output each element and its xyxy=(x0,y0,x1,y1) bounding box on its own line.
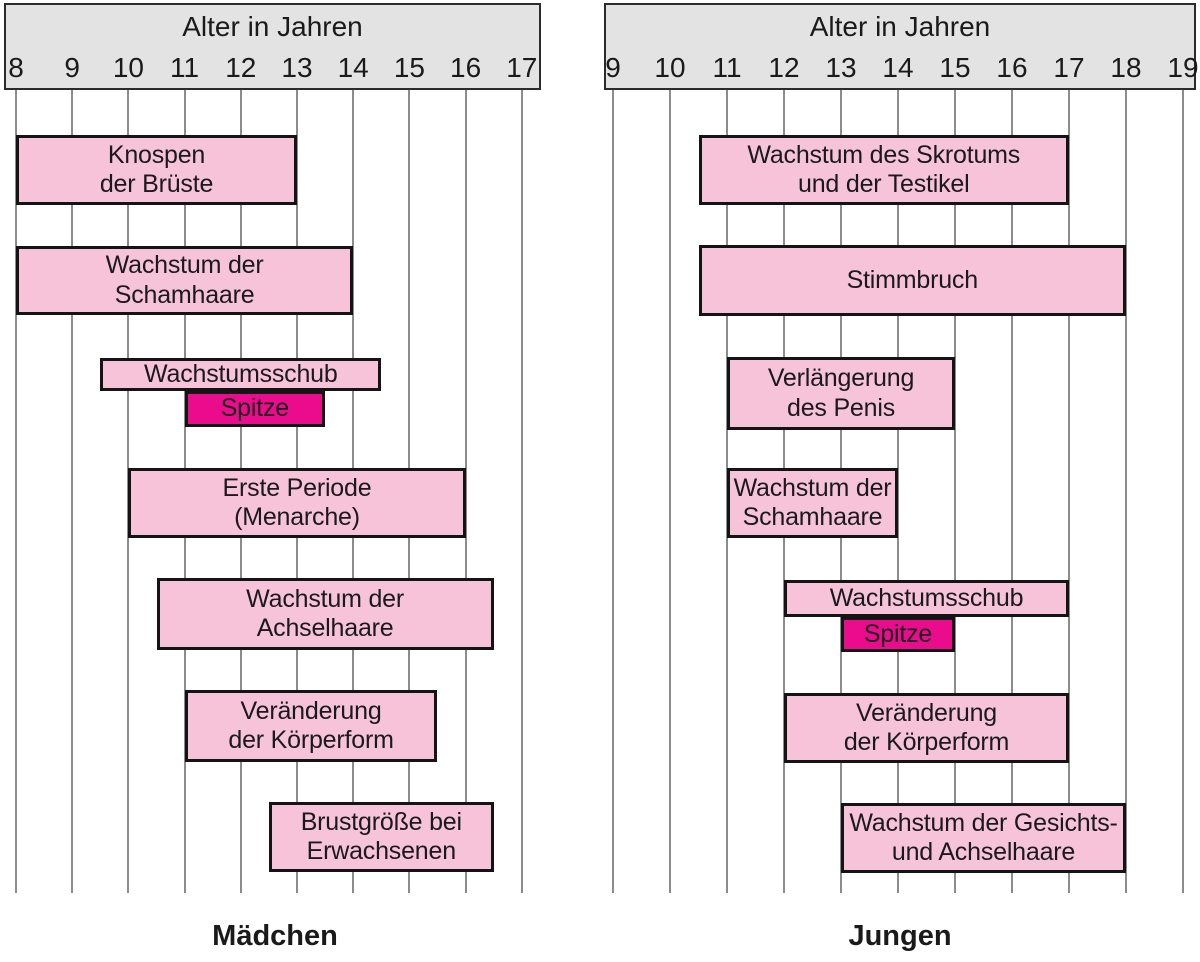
bar-label: Wachstum der Schamhaare xyxy=(733,473,892,532)
bar-label: Spitze xyxy=(863,619,933,648)
gridline-age-17 xyxy=(520,90,523,893)
bar-label: Knospen der Brüste xyxy=(99,140,214,199)
growth-spurt-peak-bar: Spitze xyxy=(841,617,955,652)
bar-label: Erste Periode (Menarche) xyxy=(222,473,372,532)
gridline-age-9 xyxy=(71,90,74,893)
breast-budding-bar: Knospen der Brüste xyxy=(16,135,297,205)
axis-tick-label-15: 15 xyxy=(393,52,425,83)
axis-tick-label-11: 11 xyxy=(712,52,742,83)
bar-label: Wachstumsschub xyxy=(144,359,338,388)
gridline-age-17 xyxy=(1068,90,1070,893)
age-axis-title-boys: Alter in Jahren xyxy=(809,11,991,42)
facial-armpit-hair-growth-bar: Wachstum der Gesichts- und Achselhaare xyxy=(841,803,1126,873)
axis-tick-label-19: 19 xyxy=(1167,52,1199,83)
gridline-age-8 xyxy=(15,90,17,893)
bar-label: Stimmbruch xyxy=(846,265,979,294)
bar-label: Wachstum der Achselhaare xyxy=(246,584,405,643)
body-shape-change-bar: Veränderung der Körperform xyxy=(784,693,1069,763)
axis-tick-label-9: 9 xyxy=(605,52,621,83)
caption-boys: Jungen xyxy=(848,920,952,952)
gridline-age-9 xyxy=(612,90,614,893)
axis-tick-label-15: 15 xyxy=(939,52,971,83)
bar-label: Veränderung der Körperform xyxy=(228,696,394,755)
age-axis-header-girls: Alter in Jahren xyxy=(4,3,541,90)
axis-tick-label-18: 18 xyxy=(1110,52,1142,83)
pubic-hair-growth-bar: Wachstum der Schamhaare xyxy=(727,468,898,538)
axis-tick-label-17: 17 xyxy=(1053,52,1085,83)
growth-spurt-bar: Wachstumsschub xyxy=(784,580,1069,617)
adult-breast-size-bar: Brustgröße bei Erwachsenen xyxy=(268,802,494,872)
bar-label: Wachstum des Skrotums und der Testikel xyxy=(747,140,1021,199)
pubic-hair-growth-bar: Wachstum der Schamhaare xyxy=(16,246,354,315)
axis-tick-label-12: 12 xyxy=(768,52,800,83)
axis-tick-label-11: 11 xyxy=(170,52,200,83)
axis-tick-label-12: 12 xyxy=(225,52,257,83)
penis-lengthening-bar: Verlängerung des Penis xyxy=(727,357,955,430)
bar-label: Wachstumsschub xyxy=(829,583,1024,612)
gridline-age-10 xyxy=(669,90,671,893)
axis-tick-label-17: 17 xyxy=(506,52,538,83)
axis-tick-label-14: 14 xyxy=(882,52,914,83)
axis-tick-label-16: 16 xyxy=(996,52,1028,83)
growth-spurt-bar: Wachstumsschub xyxy=(100,358,382,391)
bar-label: Spitze xyxy=(220,394,289,423)
axis-tick-label-13: 13 xyxy=(825,52,857,83)
axis-tick-label-16: 16 xyxy=(450,52,482,83)
gridline-age-16 xyxy=(1011,90,1013,893)
gridline-age-18 xyxy=(1125,90,1127,893)
bar-label: Verlängerung des Penis xyxy=(767,364,915,422)
voice-change-bar: Stimmbruch xyxy=(698,245,1126,316)
bar-label: Wachstum der Schamhaare xyxy=(105,251,264,309)
growth-spurt-peak-bar: Spitze xyxy=(184,391,326,427)
scrotum-testes-growth-bar: Wachstum des Skrotums und der Testikel xyxy=(698,135,1069,205)
gridline-age-16 xyxy=(464,90,467,893)
bar-label: Veränderung der Körperform xyxy=(843,698,1010,757)
armpit-hair-growth-bar: Wachstum der Achselhaare xyxy=(156,578,494,650)
gridline-age-19 xyxy=(1182,90,1184,893)
axis-tick-label-8: 8 xyxy=(8,52,24,83)
body-shape-change-bar: Veränderung der Körperform xyxy=(184,690,438,762)
caption-girls: Mädchen xyxy=(212,920,338,952)
bar-label: Wachstum der Gesichts- und Achselhaare xyxy=(849,808,1118,867)
first-period-menarche-bar: Erste Periode (Menarche) xyxy=(128,468,466,538)
axis-tick-label-14: 14 xyxy=(337,52,369,83)
axis-tick-label-13: 13 xyxy=(281,52,313,83)
gridline-age-14 xyxy=(897,90,899,893)
age-axis-header-boys: Alter in Jahren xyxy=(604,3,1196,90)
axis-tick-label-10: 10 xyxy=(654,52,686,83)
axis-tick-label-9: 9 xyxy=(64,52,80,83)
bar-label: Brustgröße bei Erwachsenen xyxy=(300,807,462,866)
gridline-age-15 xyxy=(954,90,956,893)
axis-tick-label-10: 10 xyxy=(112,52,144,83)
age-axis-title-girls: Alter in Jahren xyxy=(182,11,363,42)
